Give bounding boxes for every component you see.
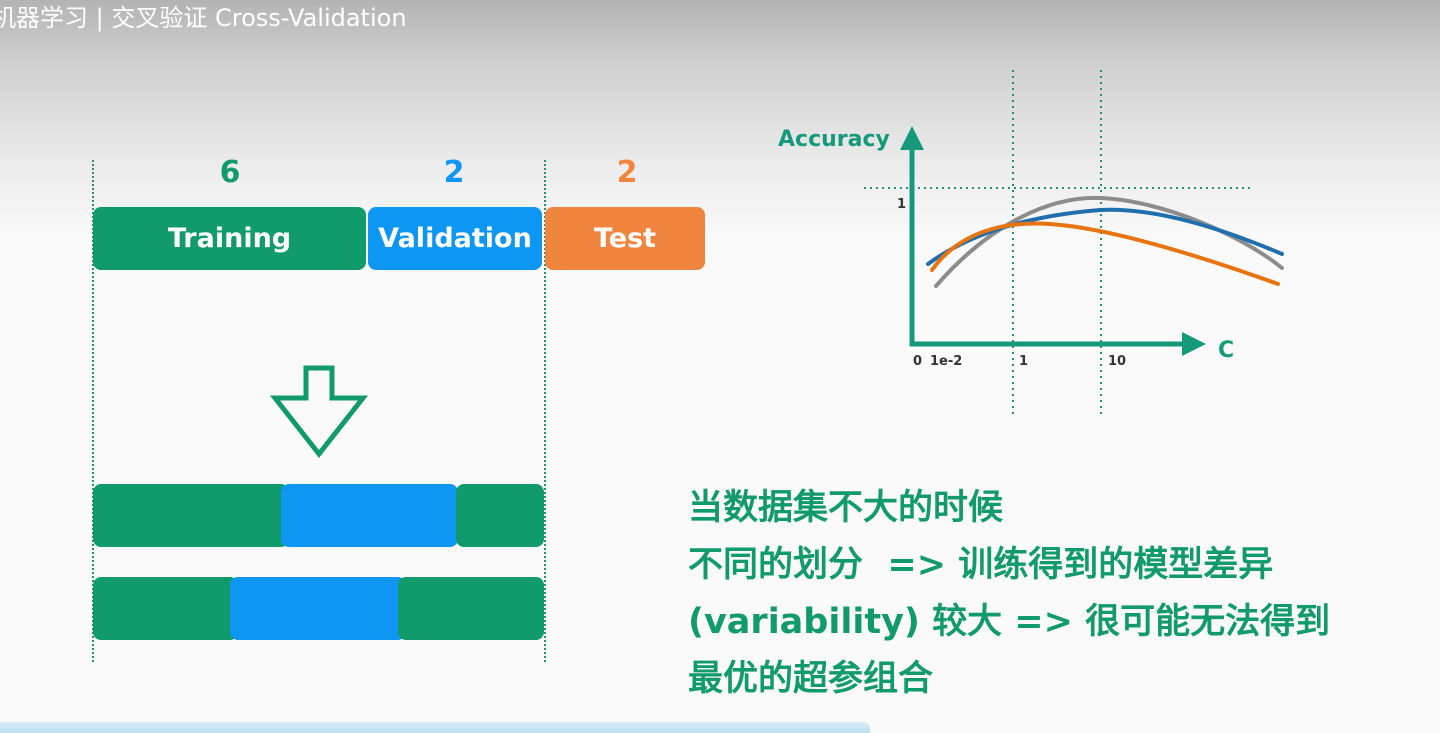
series-blue-line [926,207,1284,266]
video-title: 机器学习 | 交叉验证 Cross-Validation [0,4,407,32]
right-boundary-line [544,160,546,662]
fold2-validation [230,577,406,640]
y-axis-label: Accuracy [778,127,890,152]
training-segment: Training [93,207,366,270]
test-label: Test [593,223,657,254]
x-axis-arrowhead [1182,332,1206,356]
x-axis-label: C [1218,338,1234,363]
series-orange-line [930,221,1280,286]
conclusion-line-3: (variability) 较大 => 很可能无法得到 [688,602,1331,642]
x-tick-1: 1 [1019,354,1028,369]
accuracy-chart: Accuracy C 1 0 1e-2 1 10 [778,70,1284,418]
left-boundary-line [92,160,94,662]
validation-count: 2 [443,155,465,190]
fold2-training-left [93,577,238,640]
y-tick-1: 1 [897,197,906,212]
x-tick-10: 10 [1108,354,1126,369]
fold2-training-right [398,577,544,640]
down-arrow-outline-icon [270,365,368,459]
conclusion-line-1: 当数据集不大的时候 [688,488,1004,528]
training-label: Training [167,223,292,254]
conclusion-text: 当数据集不大的时候 不同的划分 => 训练得到的模型差异 (variabilit… [688,480,1408,708]
fold1-training-right [456,484,544,547]
test-count: 2 [616,155,638,190]
training-count: 6 [219,155,241,190]
x-tick-0: 0 [913,354,922,369]
validation-label: Validation [378,223,532,254]
fold1-validation [281,484,458,547]
conclusion-line-2: 不同的划分 => 训练得到的模型差异 [688,545,1274,585]
test-segment: Test [545,207,705,270]
validation-segment: Validation [368,207,542,270]
y-axis-arrowhead [900,126,924,150]
fold1-training-left [93,484,289,547]
bottom-decoration [0,722,870,733]
conclusion-line-4: 最优的超参组合 [688,659,934,699]
x-tick-1e-2: 1e-2 [930,354,962,369]
